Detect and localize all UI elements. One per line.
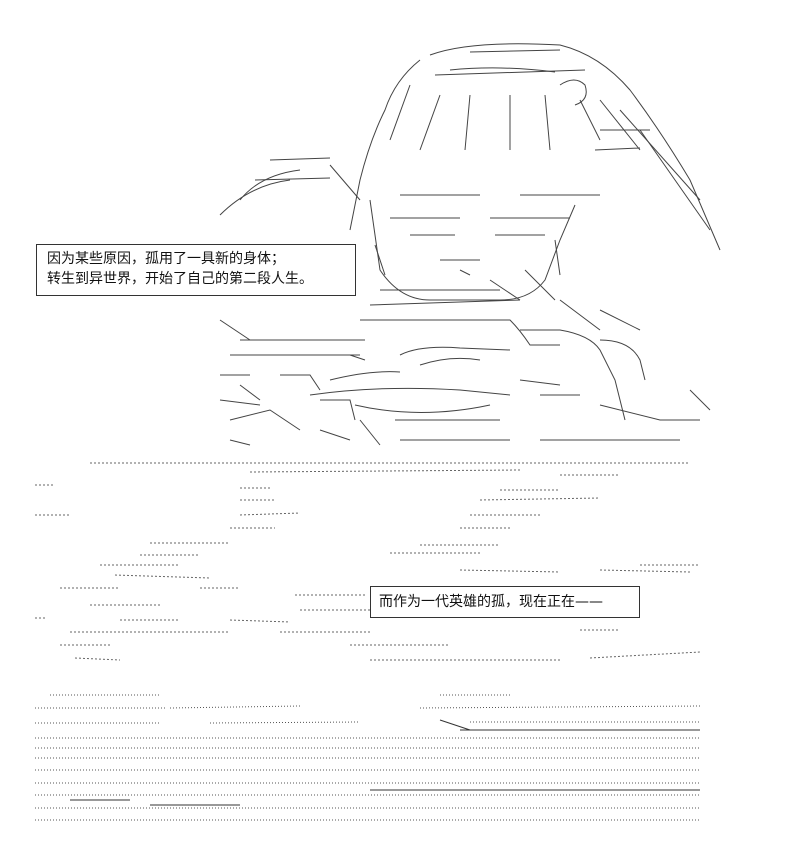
caption-box-second: 而作为一代英雄的孤，现在正在—— (370, 586, 640, 618)
caption-line: 转生到异世界，开始了自己的第二段人生。 (47, 271, 313, 287)
hair-outline (429, 43, 721, 251)
face-outline (369, 199, 576, 301)
caption-box-first: 因为某些原因，孤用了一具新的身体； 转生到异世界，开始了自己的第二段人生。 (36, 244, 356, 296)
caption-line: 因为某些原因，孤用了一具新的身体； (47, 251, 285, 267)
caption-line: 而作为一代英雄的孤，现在正在—— (379, 594, 603, 610)
clothing-outline (360, 319, 560, 346)
